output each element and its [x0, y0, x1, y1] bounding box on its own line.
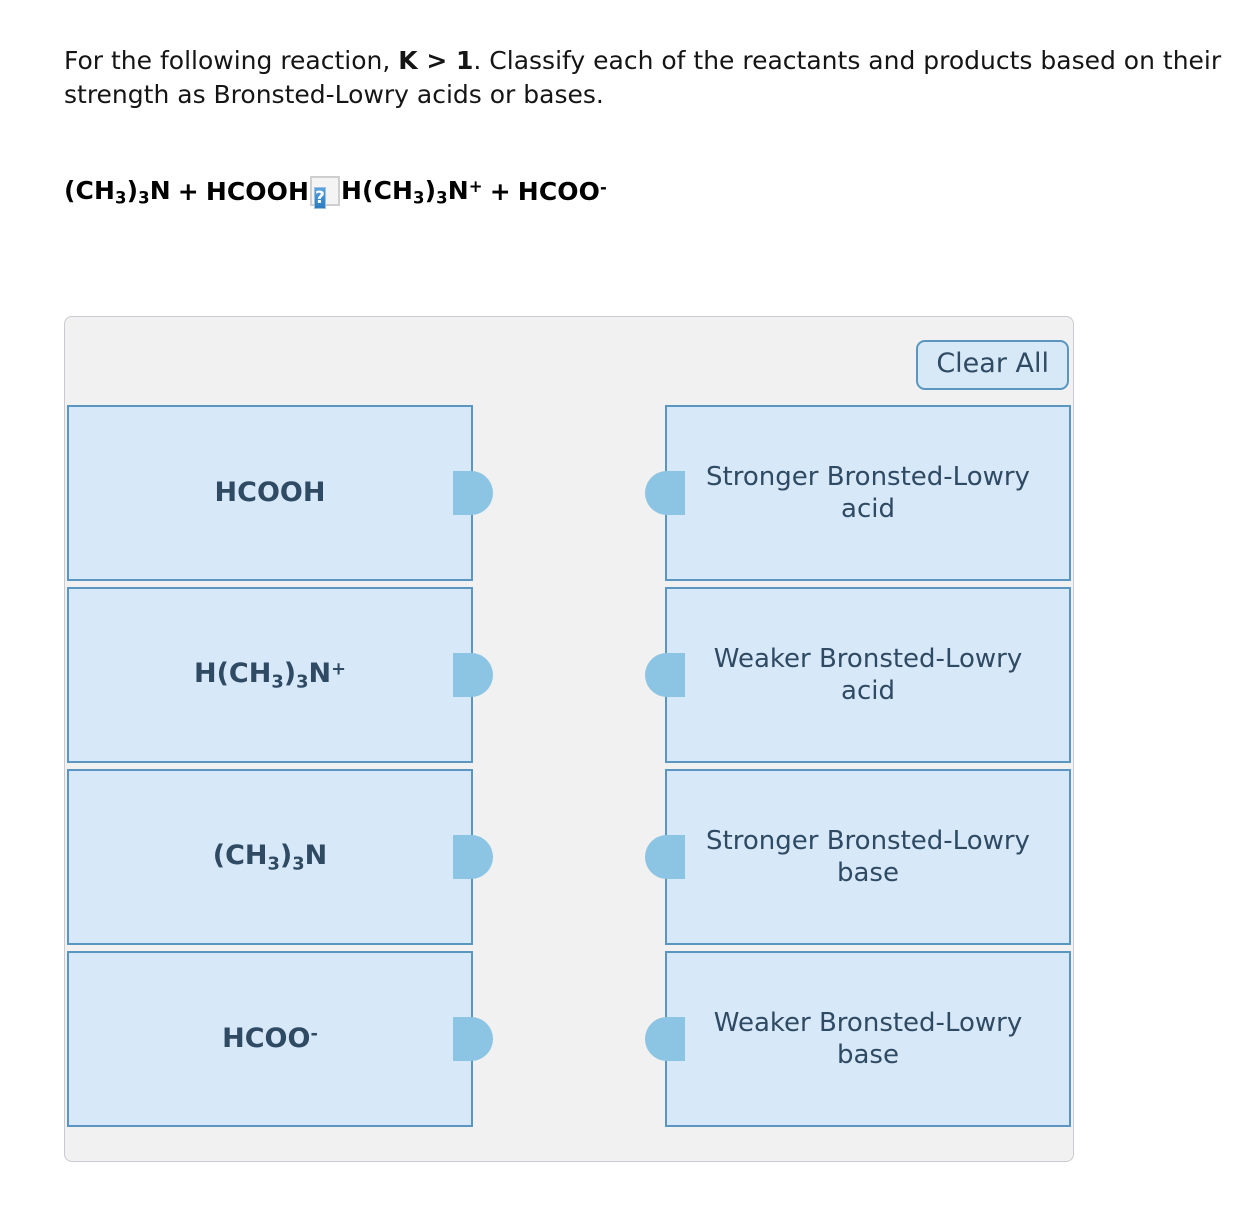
tile-label: H(CH3)3N+	[193, 657, 347, 693]
equation-plus-1: +	[177, 177, 199, 207]
tile-label: Stronger Bronsted-Lowry acid	[706, 461, 1030, 525]
draggable-tile-formate[interactable]: HCOO-	[67, 951, 493, 1127]
broken-image-question-icon: ?	[310, 175, 341, 209]
question-prompt: For the following reaction, K > 1. Class…	[64, 44, 1224, 112]
draggable-tile-hcooh[interactable]: HCOOH	[67, 405, 493, 581]
tile-label: Weaker Bronsted-Lowry acid	[713, 643, 1023, 707]
tile-label: (CH3)3N	[212, 839, 328, 875]
equation-reactant-2: HCOOH	[205, 177, 310, 207]
target-tile-weaker-base[interactable]: Weaker Bronsted-Lowry base	[645, 951, 1071, 1127]
tile-label: Weaker Bronsted-Lowry base	[713, 1007, 1023, 1071]
tile-label: HCOO-	[222, 1023, 318, 1055]
panel-toolbar: Clear All	[916, 337, 1069, 393]
left-column-species: HCOOH H(CH3)3N+ (CH3)3N HCOO-	[67, 405, 493, 1163]
target-tile-stronger-acid[interactable]: Stronger Bronsted-Lowry acid	[645, 405, 1071, 581]
matching-columns: HCOOH H(CH3)3N+ (CH3)3N HCOO- Stronger B…	[65, 405, 1073, 1163]
tile-label: HCOOH	[214, 477, 326, 509]
connector-nub-icon[interactable]	[453, 835, 493, 879]
clear-all-button[interactable]: Clear All	[916, 339, 1069, 391]
prompt-bold-condition: K > 1	[398, 46, 474, 75]
equation-product-1: H(CH3)3N+	[341, 176, 483, 208]
prompt-text-after: . Classify each of the reactants and pro…	[64, 46, 1222, 109]
connector-nub-icon[interactable]	[453, 471, 493, 515]
chemical-equation: (CH3)3N + HCOOH ? H(CH3)3N+ + HCOO-	[64, 175, 607, 209]
equation-reactant-1: (CH3)3N	[64, 176, 171, 208]
tile-label: Stronger Bronsted-Lowry base	[706, 825, 1030, 889]
draggable-tile-trimethylamine[interactable]: (CH3)3N	[67, 769, 493, 945]
prompt-text-before: For the following reaction,	[64, 46, 399, 75]
equation-product-2: HCOO-	[517, 177, 607, 207]
matching-panel: Clear All HCOOH H(CH3)3N+ (CH3)3N HCOO-	[64, 316, 1074, 1162]
connector-nub-icon[interactable]	[453, 653, 493, 697]
right-column-categories: Stronger Bronsted-Lowry acid Weaker Bron…	[645, 405, 1071, 1163]
target-tile-stronger-base[interactable]: Stronger Bronsted-Lowry base	[645, 769, 1071, 945]
target-tile-weaker-acid[interactable]: Weaker Bronsted-Lowry acid	[645, 587, 1071, 763]
equation-plus-2: +	[489, 177, 511, 207]
question-mark-glyph: ?	[314, 186, 326, 209]
connector-nub-icon[interactable]	[453, 1017, 493, 1061]
draggable-tile-trimethylammonium[interactable]: H(CH3)3N+	[67, 587, 493, 763]
